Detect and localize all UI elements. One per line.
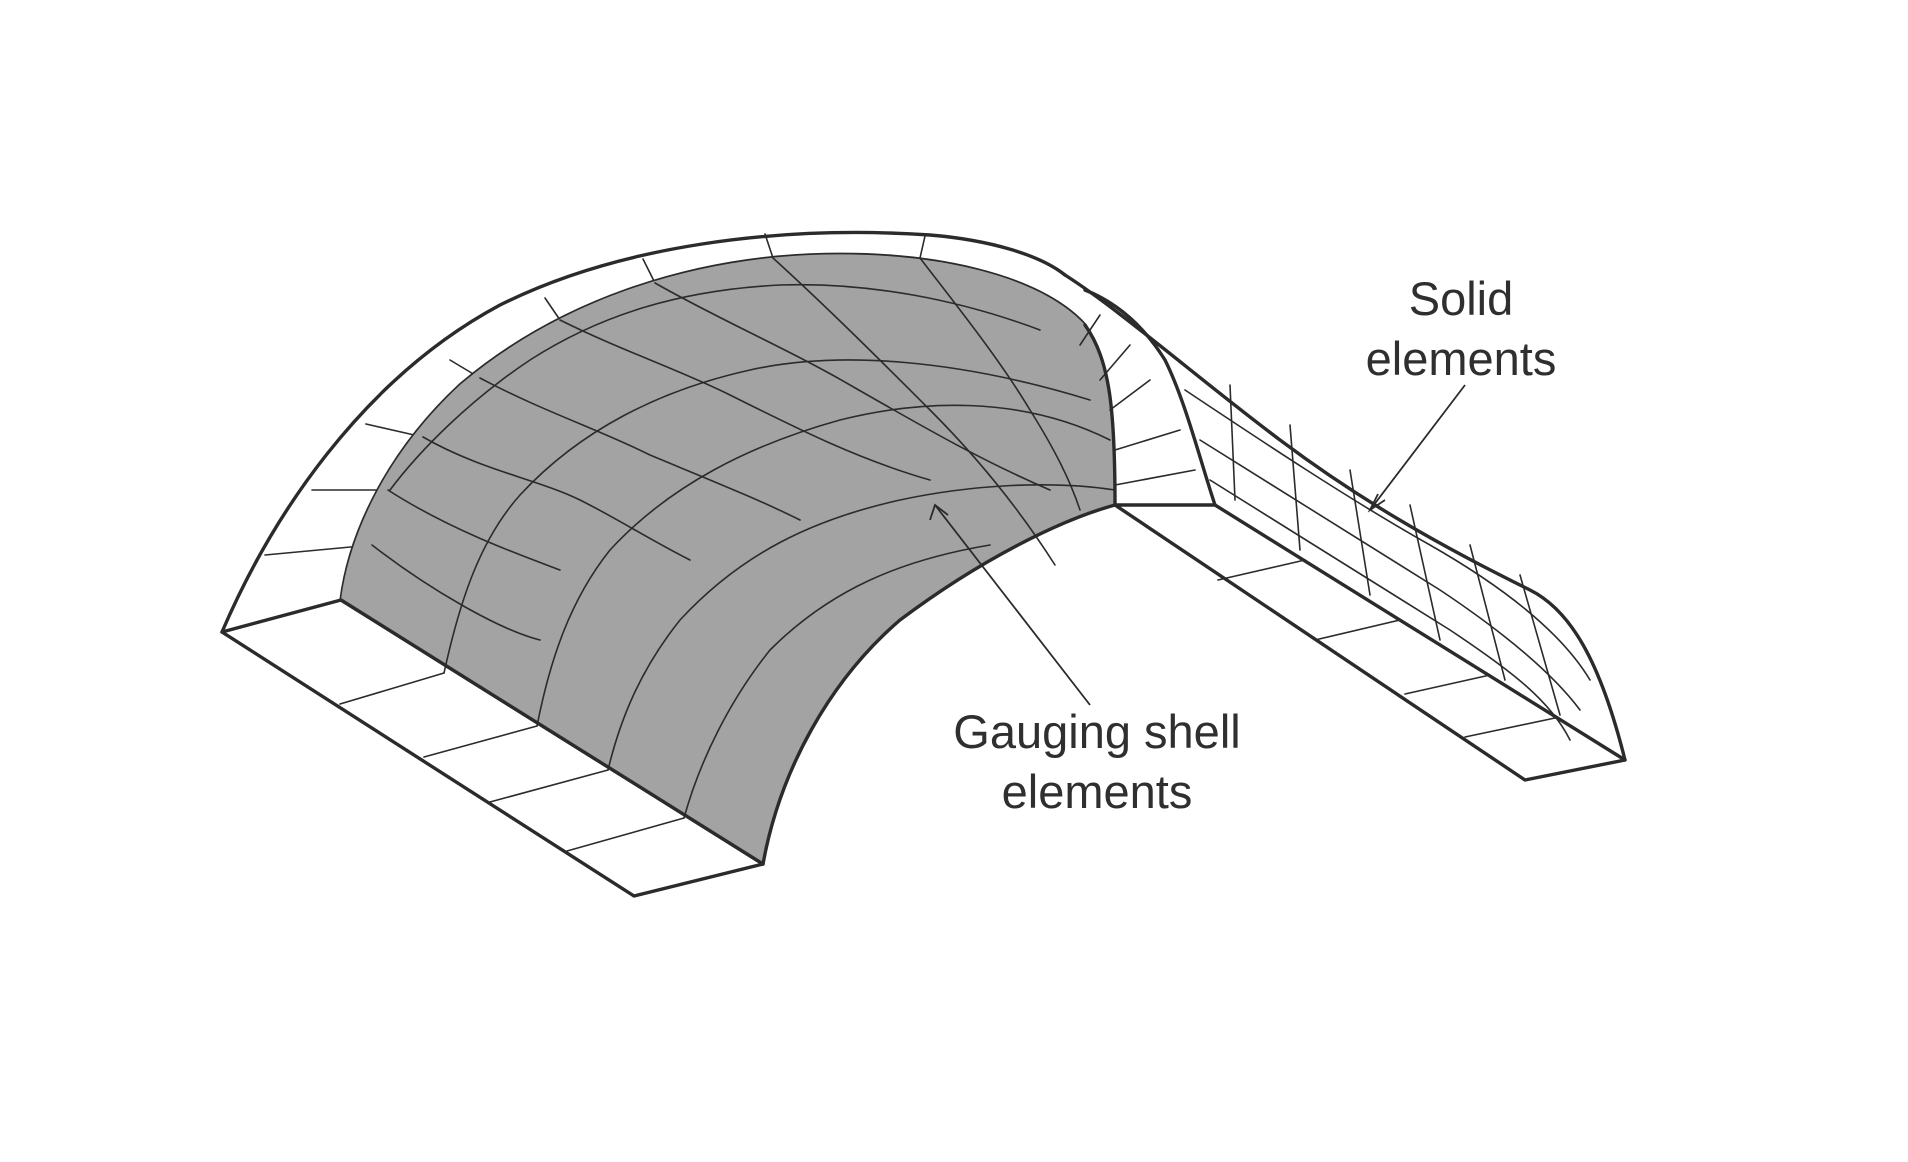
shell-mesh-rows [389, 283, 1116, 819]
solid-elements-label: Solid elements [1366, 272, 1557, 385]
outer-arch-edge [220, 230, 1067, 634]
leader-lines [929, 384, 1466, 706]
shell-front-edge [761, 503, 1117, 866]
right-band-lower-edge [1083, 288, 1217, 507]
shell-leader-line [934, 504, 1091, 706]
shell-label-line1: Gauging shell [953, 705, 1240, 758]
shell-mesh-columns [371, 257, 1081, 641]
gauging-shell-surface [339, 254, 1117, 866]
solid-leader-line [1369, 384, 1466, 511]
right-band-outer-edge [1063, 273, 1627, 762]
arch-band-divisions [264, 233, 926, 556]
shell-leader-arrow [929, 503, 949, 521]
shell-left-edge [339, 598, 765, 866]
shell-label-line2: elements [1002, 765, 1193, 818]
right-leg-top-face [1113, 503, 1627, 782]
solid-label-line1: Solid [1409, 272, 1514, 325]
solid-slab-right [1063, 273, 1627, 782]
solid-label-line2: elements [1366, 332, 1557, 385]
right-band-mesh [1184, 384, 1591, 741]
gauging-shell-label: Gauging shell elements [953, 705, 1240, 818]
solid-leader-arrow [1367, 493, 1386, 513]
left-leg-face-divisions [339, 672, 685, 852]
right-band-inner-edge [1083, 323, 1117, 507]
right-band-arch-divisions [1079, 314, 1196, 486]
shell-fill [341, 254, 1115, 864]
right-leg-divisions [1217, 559, 1556, 738]
